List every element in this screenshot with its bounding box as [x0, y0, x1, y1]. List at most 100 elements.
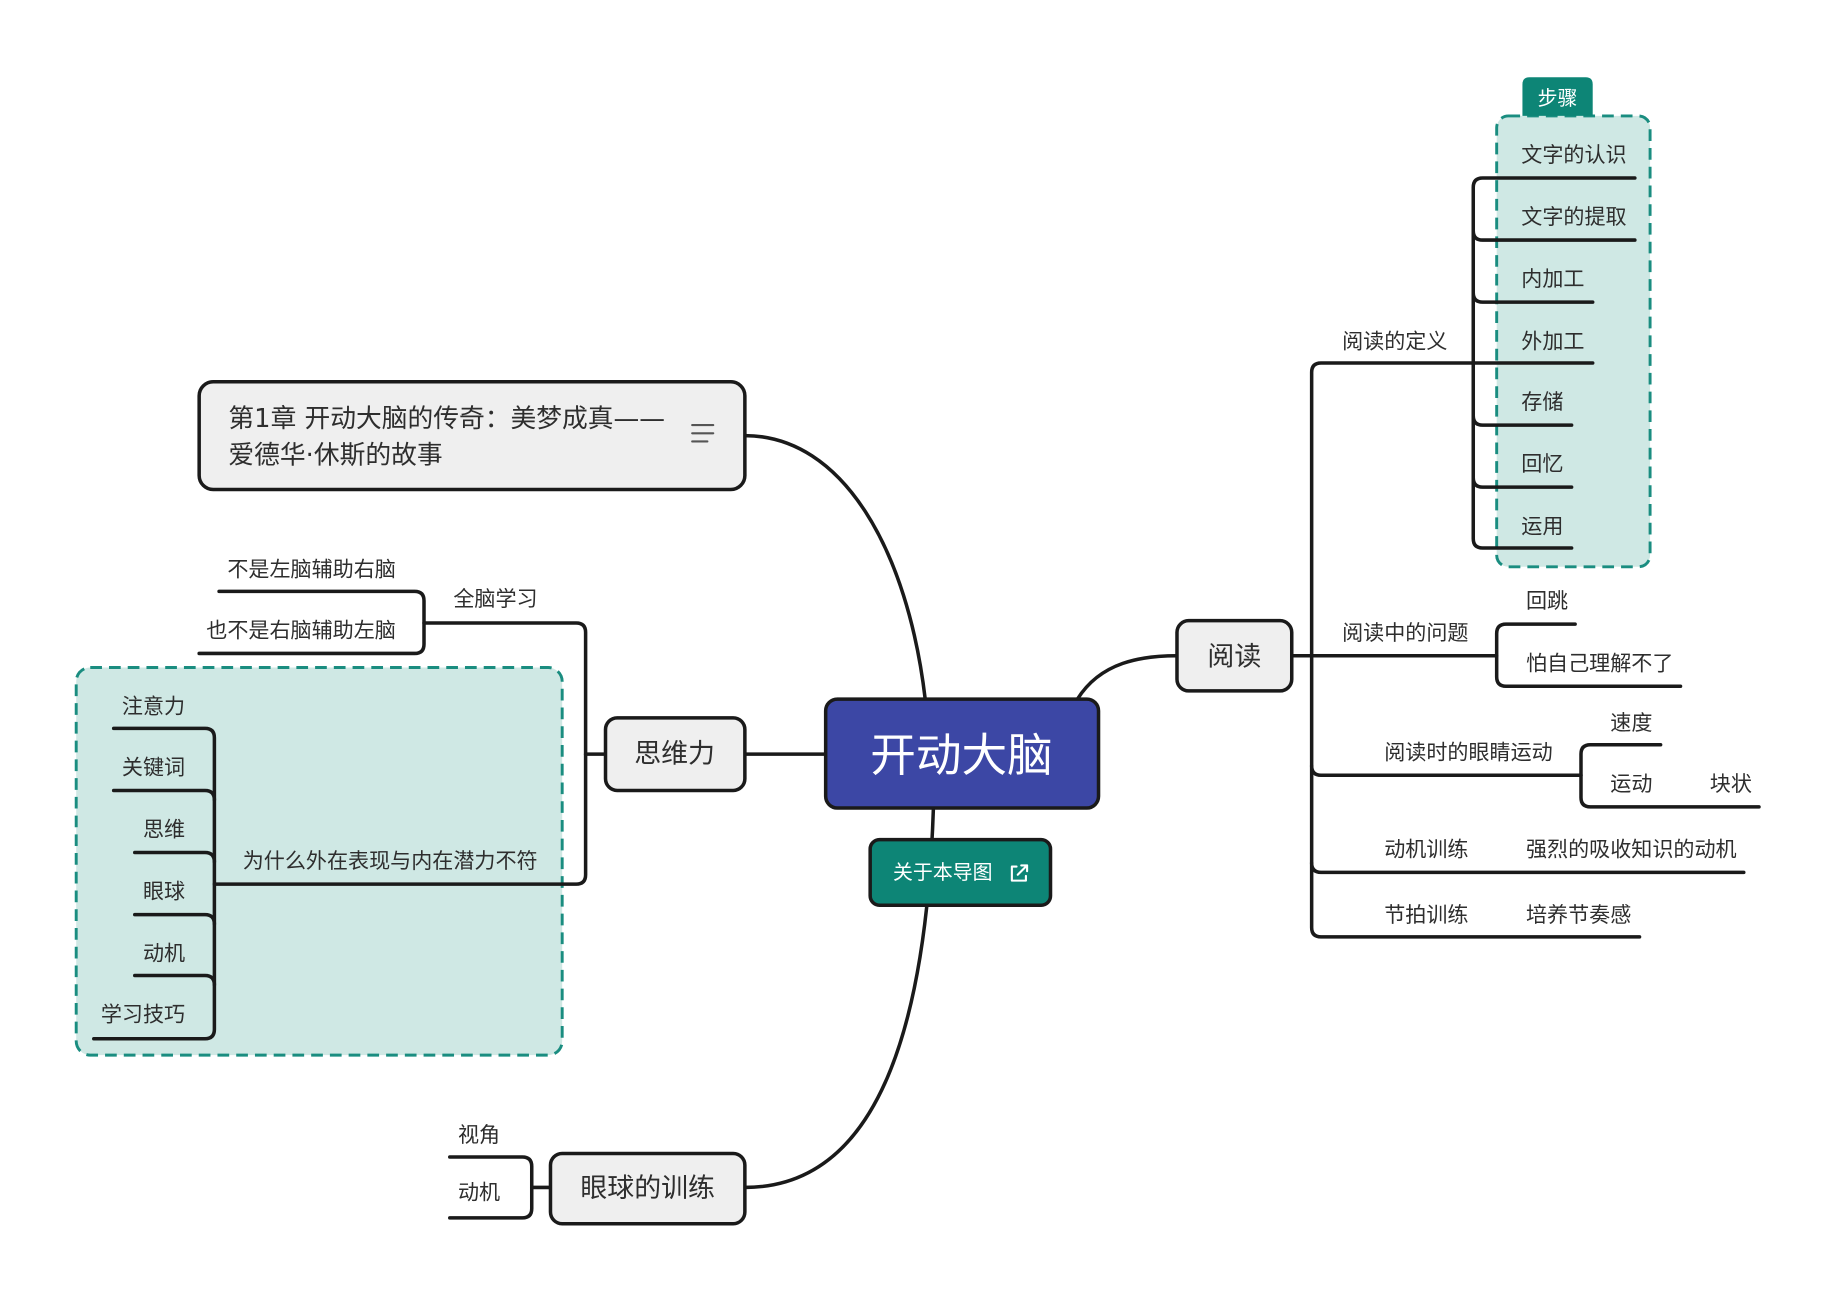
- subtopic-label: 学习技巧: [101, 1002, 185, 1027]
- subtopic-internal-processing[interactable]: 内加工: [1521, 266, 1584, 291]
- subtopic-label: 也不是右脑辅助左脑: [206, 618, 396, 643]
- subtopic-eyeball[interactable]: 眼球: [143, 879, 185, 904]
- subtopic-label: 回忆: [1521, 451, 1563, 476]
- connector-eye-movement: [1309, 764, 1583, 777]
- connector-motivation: [1309, 861, 1746, 875]
- subtopic-eye-movement[interactable]: 阅读时的眼睛运动: [1384, 739, 1553, 764]
- subtopic-view-angle[interactable]: 视角: [458, 1122, 500, 1147]
- topic-chapter-box: [197, 380, 747, 492]
- subtopic-storage[interactable]: 存储: [1521, 389, 1563, 414]
- subtopic-label: 存储: [1521, 389, 1563, 414]
- subtopic-reading-problems-label: 阅读中的问题: [1342, 620, 1468, 645]
- connector-eye-training-bracket: [448, 1155, 534, 1220]
- subtopic-label: 不是左脑辅助右脑: [227, 557, 396, 582]
- topic-chapter[interactable]: 第1章 开动大脑的传奇：美梦成真—— 爱德华·休斯的故事: [197, 380, 747, 492]
- connector-eyeball: [133, 912, 217, 926]
- subtopic-rhythm-training-label: 节拍训练: [1384, 902, 1468, 927]
- connector-eye-movement-bracket: [1579, 743, 1761, 809]
- connector-reading-bracket: [1309, 361, 1642, 939]
- central-topic-label: 开动大脑: [870, 729, 1053, 782]
- subtopic-regression[interactable]: 回跳: [1526, 588, 1568, 613]
- subtopic-keyword[interactable]: 关键词: [122, 755, 185, 780]
- topic-reading-box: [1175, 618, 1294, 693]
- subtopic-potential-gap-label: 为什么外在表现与内在潜力不符: [243, 848, 538, 873]
- topic-eye-training[interactable]: 眼球的训练: [548, 1151, 747, 1226]
- subtopic-strong-motivation[interactable]: 强烈的吸收知识的动机: [1526, 837, 1737, 862]
- topic-thinking[interactable]: 思维力: [603, 716, 747, 793]
- subtopic-potential-gap[interactable]: 为什么外在表现与内在潜力不符: [243, 848, 538, 873]
- chapter-title-line-2: 爱德华·休斯的故事: [228, 441, 442, 471]
- subtopic-external-processing[interactable]: 外加工: [1521, 328, 1584, 353]
- subtopic-eye-movement-label: 阅读时的眼睛运动: [1384, 739, 1553, 764]
- subtopic-rhythm-training[interactable]: 节拍训练: [1384, 902, 1468, 927]
- subtopic-recall[interactable]: 回忆: [1521, 451, 1563, 476]
- subtopic-label: 外加工: [1521, 328, 1584, 353]
- subtopic-label: 眼球: [143, 879, 185, 904]
- subtopic-fear-not-understanding[interactable]: 怕自己理解不了: [1526, 650, 1673, 675]
- subtopic-attention[interactable]: 注意力: [122, 694, 185, 719]
- subtopic-thought[interactable]: 思维: [143, 817, 185, 842]
- subtopic-not-left-assist-right[interactable]: 不是左脑辅助右脑: [227, 557, 396, 582]
- connector-potential-gap-bracket: [92, 726, 217, 1041]
- about-map-button[interactable]: 关于本导图: [868, 837, 1053, 907]
- subtopic-label: 培养节奏感: [1526, 902, 1631, 927]
- subtopic-eye-motive[interactable]: 动机: [458, 1180, 500, 1205]
- subtopic-reading-problems[interactable]: 阅读中的问题: [1342, 620, 1468, 645]
- subtopic-label: 关键词: [122, 755, 185, 780]
- subtopic-label: 运用: [1521, 513, 1563, 538]
- connector-keyword: [111, 788, 217, 802]
- connector-motive: [133, 973, 217, 987]
- connector-whole-brain-bracket: [197, 589, 426, 656]
- connectors: [92, 176, 1761, 1220]
- topic-thinking-label: 思维力: [634, 739, 715, 770]
- subtopic-block[interactable]: 块状: [1710, 771, 1752, 796]
- subtopic-label: 动机: [143, 941, 185, 966]
- topic-eye-training-label: 眼球的训练: [580, 1173, 715, 1204]
- subtopic-label: 注意力: [122, 694, 185, 719]
- notes-icon[interactable]: [691, 424, 715, 443]
- connector-thought: [133, 850, 217, 864]
- boundary-label-text: 步骤: [1538, 87, 1578, 110]
- subtopic-movement[interactable]: 运动: [1610, 771, 1652, 796]
- subtopic-reading-definition[interactable]: 阅读的定义: [1342, 328, 1447, 353]
- connector-recall: [1471, 476, 1574, 489]
- subtopic-whole-brain-label: 全脑学习: [453, 586, 537, 611]
- connector-text-extraction: [1471, 228, 1637, 242]
- subtopic-not-right-assist-left[interactable]: 也不是右脑辅助左脑: [206, 618, 396, 643]
- subtopic-text-recognition[interactable]: 文字的认识: [1521, 142, 1626, 167]
- subtopic-label: 强烈的吸收知识的动机: [1526, 837, 1737, 862]
- connector-internal-processing: [1471, 291, 1595, 304]
- subtopic-motivation-training[interactable]: 动机训练: [1384, 837, 1468, 862]
- subtopic-whole-brain[interactable]: 全脑学习: [453, 586, 537, 611]
- chapter-title-line-1: 第1章 开动大脑的传奇：美梦成真——: [228, 404, 665, 434]
- subtopic-label: 动机: [458, 1180, 500, 1205]
- subtopic-label: 运动: [1610, 771, 1652, 796]
- topic-reading-label: 阅读: [1207, 641, 1261, 672]
- about-map-button-label: 关于本导图: [893, 861, 992, 884]
- subtopic-study-skills[interactable]: 学习技巧: [101, 1002, 185, 1027]
- subtopic-label: 思维: [143, 817, 185, 842]
- connector-central-to-chapter: [743, 433, 927, 701]
- subtopic-text-extraction[interactable]: 文字的提取: [1521, 204, 1626, 229]
- external-link-icon: [1010, 864, 1029, 882]
- subtopic-reading-definition-label: 阅读的定义: [1342, 328, 1447, 353]
- subtopic-application[interactable]: 运用: [1521, 513, 1563, 538]
- topic-reading[interactable]: 阅读: [1175, 618, 1294, 693]
- central-topic[interactable]: 开动大脑: [823, 697, 1101, 810]
- subtopic-motivation-training-label: 动机训练: [1384, 837, 1468, 862]
- subtopic-motive[interactable]: 动机: [143, 941, 185, 966]
- boundary-label-steps[interactable]: 步骤: [1522, 77, 1593, 116]
- subtopic-label: 文字的认识: [1521, 142, 1626, 167]
- subtopic-speed[interactable]: 速度: [1610, 710, 1652, 735]
- boundary-potential-gap: [74, 666, 564, 1057]
- subtopic-label: 块状: [1710, 771, 1752, 796]
- central-topic-box: [823, 697, 1101, 810]
- topic-eye-training-box: [548, 1151, 747, 1226]
- subtopic-label: 内加工: [1521, 266, 1584, 291]
- connector-problems-bracket: [1494, 622, 1683, 688]
- subtopic-sense-of-rhythm[interactable]: 培养节奏感: [1526, 902, 1631, 927]
- subtopic-label: 回跳: [1526, 588, 1568, 613]
- about-map-button-box: [868, 837, 1053, 907]
- topic-thinking-box: [603, 716, 747, 793]
